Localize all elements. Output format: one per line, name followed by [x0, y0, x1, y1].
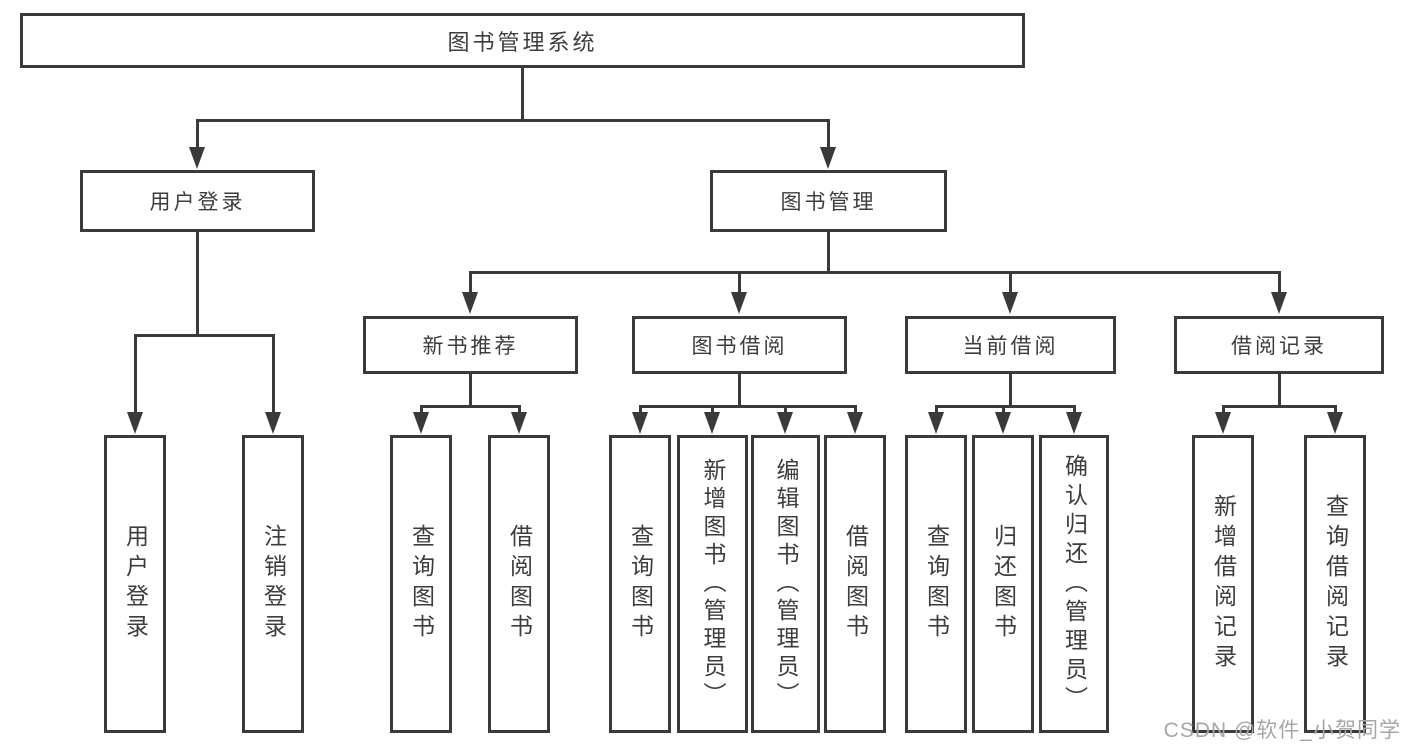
connector-stem-current-borrow: [1009, 374, 1012, 408]
node-root-library-system: 图书管理系统: [20, 13, 1025, 68]
arrow-down-icon: [1215, 412, 1231, 434]
arrow-down-icon: [511, 412, 527, 434]
node-current-borrowing: 当前借阅: [905, 316, 1116, 374]
connector-drop-line: [1002, 405, 1005, 415]
connector-drop-line: [469, 271, 472, 295]
node-leaf-return-book: 归还图书: [972, 435, 1034, 733]
connector-bar-current-borrow: [935, 405, 1076, 408]
connector-drop-line: [1009, 271, 1012, 295]
connector-drop-line: [639, 405, 642, 415]
connector-stem-new-book-rec: [469, 374, 472, 408]
connector-drop-line: [134, 334, 137, 414]
connector-stem-borrow-records: [1278, 374, 1281, 408]
arrow-down-icon: [1271, 292, 1287, 314]
node-leaf-query-books-bb: 查询图书: [609, 435, 671, 733]
connector-drop-line: [272, 334, 275, 414]
arrow-down-icon: [189, 147, 205, 169]
connector-stem-root: [521, 68, 524, 122]
connector-drop-line: [518, 405, 521, 415]
node-leaf-query-books-nbr: 查询图书: [390, 435, 452, 733]
connector-drop-line: [1278, 271, 1281, 295]
arrow-down-icon: [413, 412, 429, 434]
node-branch-user-login: 用户登录: [80, 170, 315, 232]
connector-drop-line: [1334, 405, 1337, 415]
arrow-down-icon: [731, 292, 747, 314]
connector-drop-line: [196, 119, 199, 149]
node-book-borrowing: 图书借阅: [632, 316, 847, 374]
watermark: CSDN @软件_小贺同学: [1163, 719, 1401, 742]
arrow-down-icon: [127, 412, 143, 434]
connector-drop-line: [1222, 405, 1225, 415]
node-leaf-add-borrow-record: 新增借阅记录: [1192, 435, 1254, 733]
connector-drop-line: [935, 405, 938, 415]
connector-bar-book-management: [469, 271, 1281, 274]
node-leaf-add-book-admin: 新增图书（管理员）: [677, 435, 748, 733]
connector-bar-new-book-rec: [420, 405, 521, 408]
connector-drop-line: [854, 405, 857, 415]
node-leaf-edit-book-admin: 编辑图书（管理员）: [751, 435, 820, 733]
arrow-down-icon: [995, 412, 1011, 434]
node-borrowing-records: 借阅记录: [1174, 316, 1384, 374]
node-leaf-logout: 注销登录: [242, 435, 304, 733]
connector-bar-borrow-records: [1222, 405, 1337, 408]
node-new-book-recommendation: 新书推荐: [363, 316, 578, 374]
arrow-down-icon: [704, 412, 720, 434]
node-leaf-borrow-books-bb: 借阅图书: [824, 435, 886, 733]
connector-drop-line: [711, 405, 714, 415]
node-branch-book-management: 图书管理: [710, 170, 947, 232]
connector-stem-user-login: [196, 232, 199, 337]
connector-drop-line: [1073, 405, 1076, 415]
arrow-down-icon: [820, 147, 836, 169]
node-leaf-query-books-cb: 查询图书: [905, 435, 967, 733]
connector-drop-line: [738, 271, 741, 295]
arrow-down-icon: [928, 412, 944, 434]
arrow-down-icon: [1327, 412, 1343, 434]
connector-bar-user-login: [134, 334, 275, 337]
connector-drop-line: [784, 405, 787, 415]
arrow-down-icon: [632, 412, 648, 434]
node-leaf-confirm-return-admin: 确认归还（管理员）: [1039, 435, 1109, 733]
connector-drop-line: [827, 119, 830, 149]
connector-stem-book-borrow: [738, 374, 741, 408]
connector-drop-line: [420, 405, 423, 415]
connector-stem-book-management: [827, 232, 830, 274]
arrow-down-icon: [1002, 292, 1018, 314]
node-leaf-user-login: 用户登录: [104, 435, 166, 733]
node-leaf-query-borrow-record: 查询借阅记录: [1304, 435, 1366, 733]
connector-bar-root: [196, 119, 829, 122]
arrow-down-icon: [265, 412, 281, 434]
connector-bar-book-borrow: [639, 405, 857, 408]
arrow-down-icon: [847, 412, 863, 434]
arrow-down-icon: [462, 292, 478, 314]
node-leaf-borrow-books-nbr: 借阅图书: [488, 435, 550, 733]
arrow-down-icon: [777, 412, 793, 434]
arrow-down-icon: [1066, 412, 1082, 434]
